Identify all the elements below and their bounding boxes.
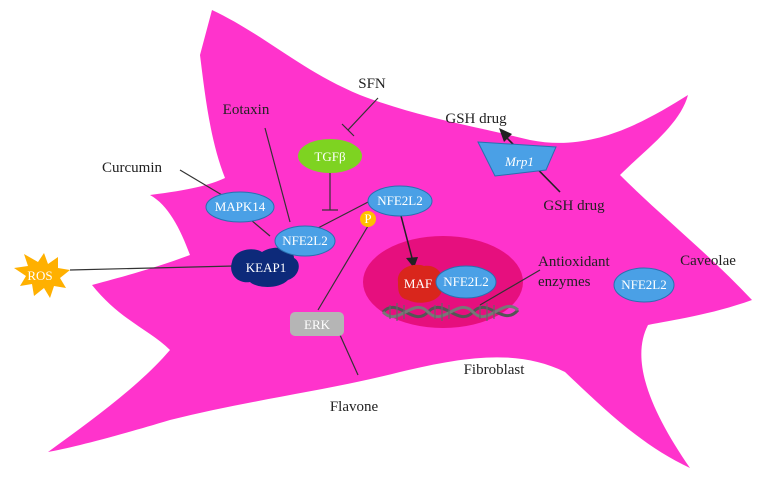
keap1-molecule <box>231 247 299 287</box>
mrp1-label: Mrp1 <box>504 154 534 169</box>
erk-flavone-line <box>339 334 359 376</box>
erk-box <box>290 312 344 336</box>
nfe2l2-left-molecule <box>274 225 336 257</box>
maf-molecule <box>397 264 444 303</box>
sfn-label: SFN <box>358 76 386 92</box>
antioxidant-label-line2: enzymes <box>538 274 591 290</box>
keap1-label: KEAP1 <box>246 260 286 275</box>
erk-label: ERK <box>304 317 331 332</box>
gsh-drug-bottom-label: GSH drug <box>543 198 605 214</box>
ros-line <box>69 265 235 271</box>
gsh-arrowhead <box>499 128 512 142</box>
curcumin-label: Curcumin <box>102 160 162 176</box>
nfe2l2-nucleus-label: NFE2L2 <box>443 274 489 289</box>
nfe2l2-top-molecule <box>367 185 433 217</box>
ros-label: ROS <box>27 268 52 283</box>
erk-p-line <box>317 225 369 311</box>
fibroblast-label: Fibroblast <box>464 362 526 378</box>
ros-starburst <box>14 253 70 298</box>
tgfb-molecule <box>298 139 362 173</box>
nfe2l2-right-label: NFE2L2 <box>621 277 667 292</box>
nfe2l2-link-line <box>317 199 373 229</box>
mapk14-molecule <box>205 191 275 223</box>
nfe2l2-top-label: NFE2L2 <box>377 193 423 208</box>
caveolae-label: Caveolae <box>680 253 736 269</box>
antioxidant-line <box>479 269 541 306</box>
flavone-label: Flavone <box>330 399 379 415</box>
nfe2l2-left-label: NFE2L2 <box>282 233 328 248</box>
eotaxin-label: Eotaxin <box>223 102 270 118</box>
fibroblast-cell <box>48 10 752 468</box>
maf-label: MAF <box>404 276 432 291</box>
dna-helix <box>381 303 520 321</box>
eotaxin-line <box>264 127 291 223</box>
tgfb-label: TGFβ <box>314 149 346 164</box>
phosphate-label: P <box>364 211 371 226</box>
sfn-inhibit-line <box>347 97 379 131</box>
antioxidant-label-line1: Antioxidant <box>538 254 610 270</box>
sfn-inhibit-bar <box>341 123 355 137</box>
mapk14-label: MAPK14 <box>215 199 266 214</box>
curcumin-line <box>179 169 223 196</box>
gsh-drug-top-label: GSH drug <box>445 111 507 127</box>
phosphate-p <box>360 211 376 227</box>
nfe2l2-nucleus-molecule <box>435 265 497 299</box>
nfe2l2-right-molecule <box>613 267 675 303</box>
mrp1-transporter <box>477 141 557 177</box>
nfe2l2-to-nucleus-arrow-line <box>399 211 413 259</box>
